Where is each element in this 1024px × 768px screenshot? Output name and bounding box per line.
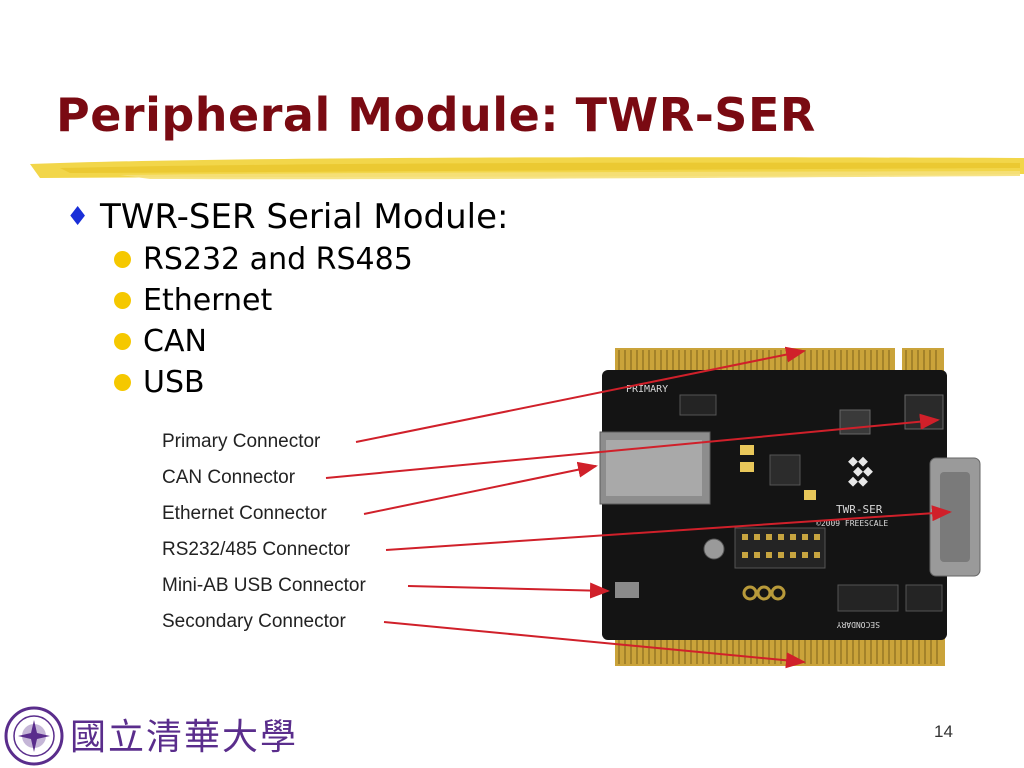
sub-bullet-text: USB bbox=[143, 365, 205, 400]
university-logo: 國立清華大學 bbox=[4, 706, 298, 766]
slide-title: Peripheral Module: TWR-SER bbox=[56, 88, 816, 142]
callout-secondary-connector: Secondary Connector bbox=[162, 611, 346, 632]
diamond-bullet-icon: ♦ bbox=[66, 202, 90, 232]
title-underline bbox=[30, 157, 1024, 180]
callout-ethernet-connector: Ethernet Connector bbox=[162, 503, 327, 524]
sub-bullet-text: Ethernet bbox=[143, 283, 273, 318]
arrow-usb bbox=[407, 582, 610, 599]
arrow-primary bbox=[355, 346, 806, 443]
freescale-logo-icon bbox=[848, 456, 873, 487]
sub-bullet: RS232 and RS485 bbox=[114, 239, 509, 280]
board-label-model: TWR-SER bbox=[836, 503, 883, 516]
university-seal-icon bbox=[4, 706, 64, 766]
sub-bullet-text: CAN bbox=[143, 324, 207, 359]
main-bullet: ♦ TWR-SER Serial Module: bbox=[66, 195, 509, 239]
can-header bbox=[904, 394, 944, 430]
dot-bullet-icon bbox=[114, 292, 131, 309]
callout-primary-connector: Primary Connector bbox=[162, 431, 321, 452]
page-number: 14 bbox=[934, 722, 953, 741]
sub-bullet: Ethernet bbox=[114, 280, 509, 321]
dot-bullet-icon bbox=[114, 374, 131, 391]
dot-bullet-icon bbox=[114, 333, 131, 350]
twr-ser-board-figure: PRIMARY TWR-SER ©2009 FREESCALE SECONDAR… bbox=[162, 346, 981, 669]
university-name: 國立清華大學 bbox=[70, 717, 298, 758]
dot-bullet-icon bbox=[114, 251, 131, 268]
board-label-primary: PRIMARY bbox=[626, 384, 668, 395]
main-bullet-text: TWR-SER Serial Module: bbox=[100, 197, 509, 237]
callout-rs232-485-connector: RS232/485 Connector bbox=[162, 539, 351, 560]
arrow-ethernet bbox=[363, 461, 598, 515]
arrow-secondary bbox=[383, 621, 806, 669]
sub-bullet: USB bbox=[114, 362, 509, 403]
sub-bullet-text: RS232 and RS485 bbox=[143, 242, 413, 277]
sub-bullet: CAN bbox=[114, 321, 509, 362]
callout-mini-ab-usb-connector: Mini-AB USB Connector bbox=[162, 575, 366, 596]
callout-can-connector: CAN Connector bbox=[162, 467, 296, 488]
arrow-rs232 bbox=[385, 505, 952, 551]
bullet-list: ♦ TWR-SER Serial Module: RS232 and RS485… bbox=[66, 195, 509, 403]
board-label-copyright: ©2009 FREESCALE bbox=[816, 519, 888, 528]
board-label-secondary: SECONDARY bbox=[836, 620, 880, 629]
arrow-can bbox=[325, 413, 940, 479]
